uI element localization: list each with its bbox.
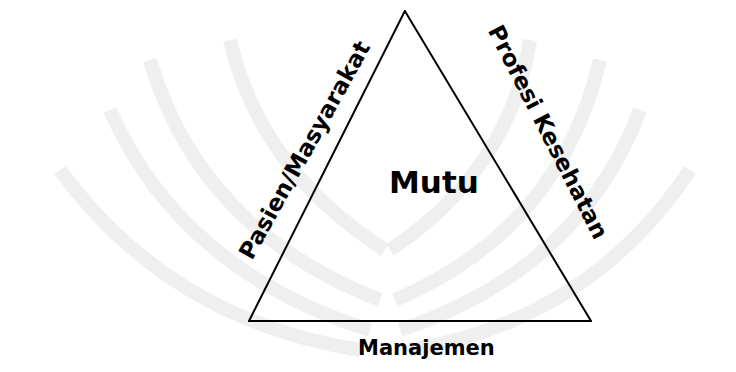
- center-title: Mutu: [389, 164, 479, 200]
- watermark-arc: [110, 110, 370, 330]
- watermark-arc: [60, 170, 360, 350]
- base-label: Manajemen: [358, 336, 495, 360]
